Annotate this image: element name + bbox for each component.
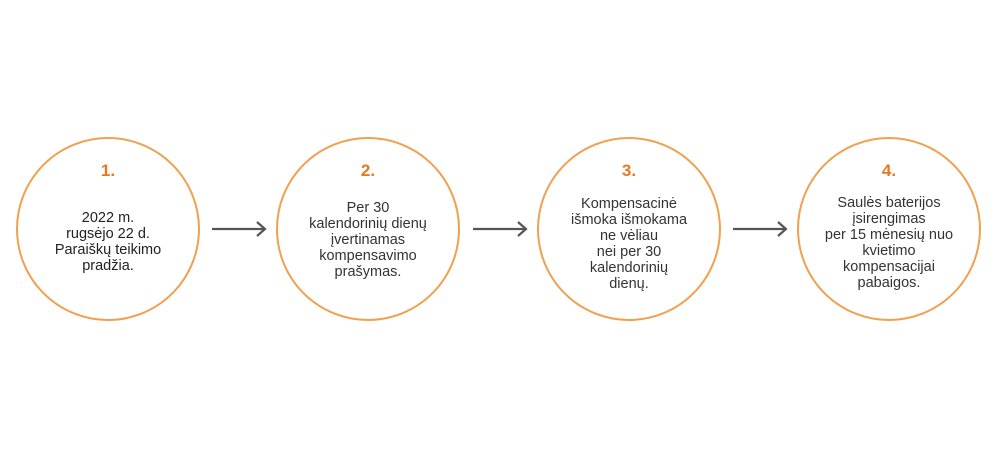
arrow-right-icon [733, 221, 788, 237]
step-1-text: 2022 m. rugsėjo 22 d. Paraiškų teikimo p… [54, 210, 162, 274]
step-2-text: Per 30 kalendorinių dienų įvertinamas ko… [309, 200, 427, 280]
arrow-right-icon [473, 221, 528, 237]
step-1-circle: 1. 2022 m. rugsėjo 22 d. Paraiškų teikim… [16, 137, 200, 321]
step-3-text: Kompensacinė išmoka išmokama ne vėliau n… [570, 196, 688, 292]
step-3-circle: 3. Kompensacinė išmoka išmokama ne vėlia… [537, 137, 721, 321]
step-4-text: Saulės baterijos įsirengimas per 15 mėne… [824, 195, 954, 291]
step-3-number: 3. [621, 161, 637, 180]
step-2-circle: 2. Per 30 kalendorinių dienų įvertinamas… [276, 137, 460, 321]
step-4-circle: 4. Saulės baterijos įsirengimas per 15 m… [797, 137, 981, 321]
step-4-number: 4. [881, 161, 897, 180]
step-2-number: 2. [360, 161, 376, 180]
arrow-right-icon [212, 221, 267, 237]
step-1-number: 1. [100, 161, 116, 180]
